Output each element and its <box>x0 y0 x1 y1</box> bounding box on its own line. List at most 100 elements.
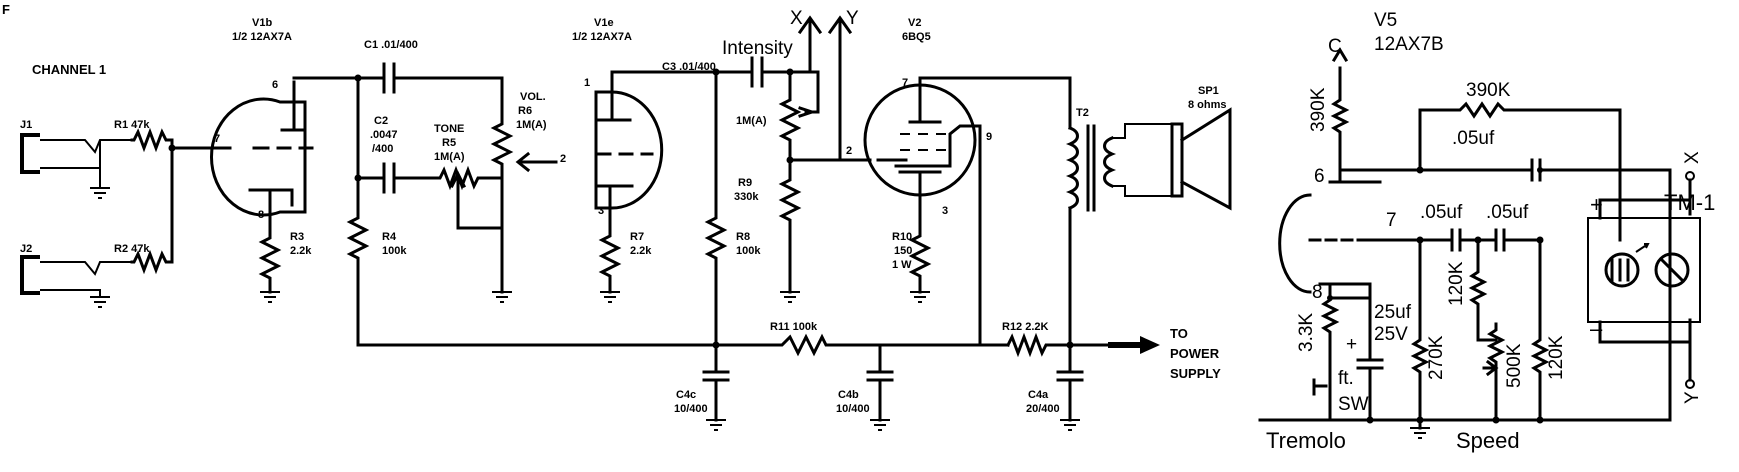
v1e-pin1: 1 <box>584 77 590 89</box>
t2-transformer <box>1065 123 1172 347</box>
cap-25v: 25V <box>1374 324 1408 345</box>
x-output-label: X <box>790 8 803 29</box>
r9-value: 330k <box>734 191 759 203</box>
v2-pin2: 2 <box>846 145 852 157</box>
r4-name: R4 <box>382 231 397 243</box>
r8-value: 100k <box>736 245 761 257</box>
v1e-name: V1e <box>594 17 614 29</box>
vol-label: VOL. <box>520 91 546 103</box>
v5-pin7: 7 <box>1386 210 1397 231</box>
c2-name: C2 <box>374 115 388 127</box>
r-390k-side: 390K <box>1308 87 1329 132</box>
v1e-pin3: 3 <box>598 205 604 217</box>
v1b-name: V1b <box>252 17 272 29</box>
supply-label: SUPPLY <box>1170 366 1221 381</box>
channel-label: CHANNEL 1 <box>32 62 106 77</box>
power-label: POWER <box>1170 346 1220 361</box>
intensity-label: Intensity <box>722 38 793 59</box>
v2-name: V2 <box>908 17 921 29</box>
r10-resistor <box>908 228 932 303</box>
input-resistors <box>130 127 232 275</box>
r7-resistor <box>598 226 622 303</box>
r9-name: R9 <box>738 177 752 189</box>
r10-value1: 150 <box>894 245 912 257</box>
tm1-label: TM-1 <box>1664 190 1715 215</box>
sp1-value: 8 ohms <box>1188 99 1227 111</box>
tm-x-terminal: X <box>1682 151 1703 164</box>
cap-05uf-right: .05uf <box>1486 202 1529 223</box>
r8-and-c3 <box>704 56 792 347</box>
j2-label: J2 <box>20 243 32 255</box>
r8-name: R8 <box>736 231 750 243</box>
r-390k-top: 390K <box>1466 80 1511 101</box>
sp1-name: SP1 <box>1198 85 1219 97</box>
footswitch-ft: ft. <box>1338 368 1354 389</box>
r9-resistor <box>778 158 872 303</box>
c4a-value: 20/400 <box>1026 403 1060 415</box>
c3-label: C3 .01/400 <box>662 61 716 73</box>
r10-name: R10 <box>892 231 912 243</box>
v2-type: 6BQ5 <box>902 31 931 43</box>
v5-pin8: 8 <box>1312 282 1323 303</box>
v2-pin7: 7 <box>902 77 908 89</box>
cap-25uf: 25uf <box>1374 302 1412 323</box>
r4-value: 100k <box>382 245 407 257</box>
r6-value: 1M(A) <box>516 119 547 131</box>
r3-value: 2.2k <box>290 245 312 257</box>
r5-name: R5 <box>442 137 456 149</box>
r6-name: R6 <box>518 105 532 117</box>
vol-pot-r6 <box>490 116 558 303</box>
v1b-type: 1/2 12AX7A <box>232 31 292 43</box>
meter-plus: + <box>1590 192 1603 217</box>
r12-label: R12 2.2K <box>1002 321 1049 333</box>
c4c-value: 10/400 <box>674 403 708 415</box>
r-3-3k: 3.3K <box>1296 313 1317 352</box>
v1e-type: 1/2 12AX7A <box>572 31 632 43</box>
input-jacks <box>20 133 132 308</box>
r7-name: R7 <box>630 231 644 243</box>
filter-caps <box>702 343 1084 431</box>
r3-name: R3 <box>290 231 304 243</box>
tone-label: TONE <box>434 123 464 135</box>
v2-tube <box>787 76 1072 340</box>
c-terminal-label: C <box>1328 36 1342 57</box>
r-120k-speed: 120K <box>1446 261 1467 306</box>
intensity-pot-value: 1M(A) <box>736 115 767 127</box>
r-270k: 270K <box>1426 335 1447 380</box>
r4-and-c2 <box>346 76 504 347</box>
c4b-value: 10/400 <box>836 403 870 415</box>
r2-label: R2 47k <box>114 243 150 255</box>
footswitch-sw: SW. <box>1338 394 1373 415</box>
v5-pin6: 6 <box>1314 166 1325 187</box>
v1e-pin2: 2 <box>560 153 566 165</box>
v1b-tube <box>210 76 360 234</box>
pot-500k: 500K <box>1504 343 1525 388</box>
j1-label: J1 <box>20 119 32 131</box>
to-label: TO <box>1170 326 1188 341</box>
r11-label: R11 100k <box>770 321 818 333</box>
c4a-name: C4a <box>1028 389 1049 401</box>
v1b-pin7: 7 <box>214 133 220 145</box>
meter-minus: – <box>1590 316 1603 341</box>
c2-value2: /400 <box>372 143 393 155</box>
v2-pin9: 9 <box>986 131 992 143</box>
corner-mark: F <box>2 2 10 17</box>
v1b-pin6: 6 <box>272 79 278 91</box>
tm-y-terminal: Y <box>1682 391 1703 404</box>
v5-tremolo-oscillator <box>1258 47 1672 439</box>
y-output-label: Y <box>846 8 859 29</box>
tremolo-label: Tremolo <box>1266 428 1346 453</box>
cap-plus: + <box>1346 334 1357 355</box>
r-120k-right: 120K <box>1546 335 1567 380</box>
r1-label: R1 47k <box>114 119 150 131</box>
r10-value2: 1 W <box>892 259 912 271</box>
tm1-meter <box>1587 171 1701 389</box>
c4c-name: C4c <box>676 389 696 401</box>
sp1-speaker <box>1170 107 1232 211</box>
v2-pin3: 3 <box>942 205 948 217</box>
c4b-name: C4b <box>838 389 859 401</box>
t2-label: T2 <box>1076 107 1089 119</box>
speed-label: Speed <box>1456 428 1520 453</box>
